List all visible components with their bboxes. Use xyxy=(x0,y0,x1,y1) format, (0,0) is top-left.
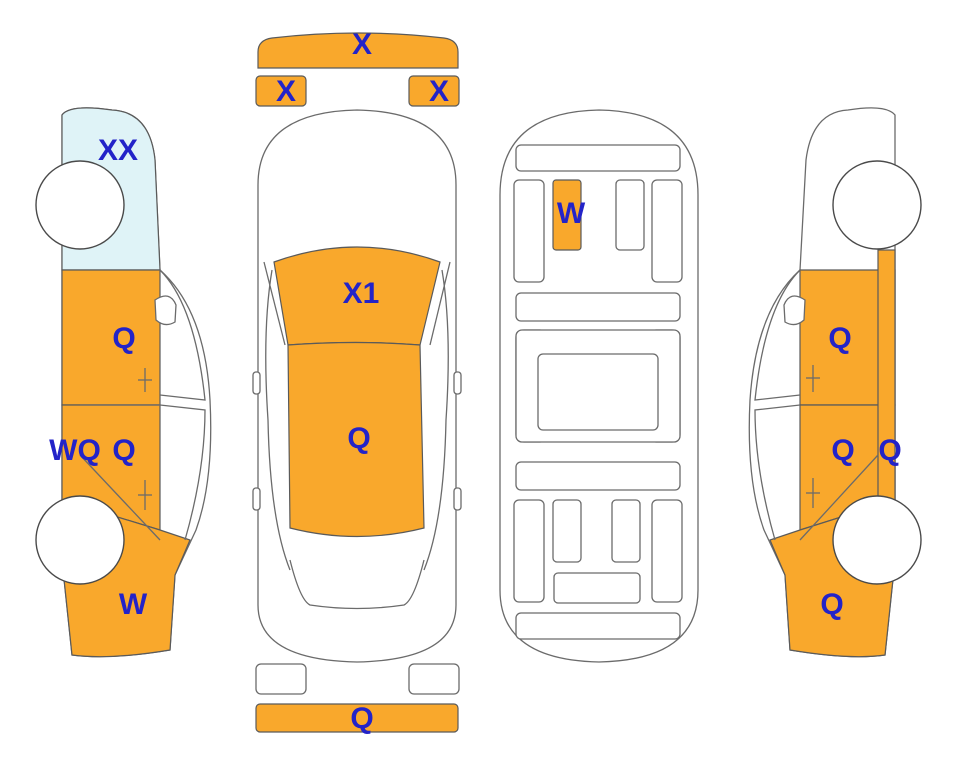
top-view-rear-window xyxy=(289,559,425,610)
label-right-front-door: Q xyxy=(828,322,851,355)
rear-left-light xyxy=(255,663,307,695)
underbody-panel-highlight[interactable] xyxy=(552,179,582,251)
label-front-bumper: X xyxy=(352,28,372,61)
right-side-window-line xyxy=(754,269,801,401)
front-bumper-panel[interactable] xyxy=(257,32,459,69)
left-side-rear-handle xyxy=(138,480,152,510)
right-side-rear-wheel xyxy=(832,495,922,585)
label-front-right-light: X xyxy=(429,75,449,108)
label-hood: X1 xyxy=(343,277,380,310)
underbody-rail-6 xyxy=(611,499,641,563)
left-side-window-line-2 xyxy=(159,404,206,541)
label-windshield: XX xyxy=(98,134,138,167)
car-underbody-view xyxy=(499,109,699,663)
underbody-rail-1 xyxy=(513,179,545,283)
label-underbody-panel: W xyxy=(557,197,586,230)
front-right-light-panel[interactable] xyxy=(408,75,460,107)
left-side-front-wheel xyxy=(35,160,125,250)
right-side-front-wheel xyxy=(832,160,922,250)
underbody-crossmember-1 xyxy=(515,292,681,322)
underbody-rail-4 xyxy=(513,499,545,603)
front-left-light-panel[interactable] xyxy=(255,75,307,107)
label-right-sill: Q xyxy=(878,434,901,467)
underbody-rail-7 xyxy=(651,499,683,603)
top-view-left-mirror xyxy=(252,371,261,395)
underbody-front-bar xyxy=(515,144,681,172)
car-top-view xyxy=(252,109,462,663)
label-left-quarter: W xyxy=(119,588,148,621)
underbody-crossmember-2 xyxy=(515,461,681,491)
underbody-rail-2 xyxy=(615,179,645,251)
top-view-right-handle xyxy=(453,487,462,511)
left-side-mirror xyxy=(154,295,177,326)
top-view-left-pillar xyxy=(263,261,286,346)
left-side-window-line xyxy=(159,269,206,401)
rear-parts xyxy=(255,663,460,733)
top-view-left-window xyxy=(265,269,291,571)
label-left-sill: WQ xyxy=(49,434,101,467)
top-view-right-window xyxy=(423,269,449,571)
top-view-right-mirror xyxy=(453,371,462,395)
underbody-rail-5 xyxy=(552,499,582,563)
top-view-right-pillar xyxy=(429,261,451,346)
right-side-mirror xyxy=(783,295,806,326)
label-right-quarter: Q xyxy=(820,588,843,621)
underbody-fuel-tank xyxy=(537,353,659,431)
left-side-front-handle xyxy=(138,368,152,392)
right-side-door-diag xyxy=(799,454,879,541)
left-side-door-diag xyxy=(79,454,161,541)
right-side-window-line-2 xyxy=(754,404,801,541)
left-side-rear-wheel xyxy=(35,495,125,585)
front-parts xyxy=(255,32,460,107)
top-view-left-handle xyxy=(252,487,261,511)
underbody-rail-3 xyxy=(651,179,683,283)
car-right-side-view xyxy=(748,107,922,658)
right-side-front-handle xyxy=(806,365,820,392)
roof-panel[interactable] xyxy=(287,341,425,538)
label-rear-bumper: Q xyxy=(350,702,373,735)
label-right-rear-door: Q xyxy=(831,434,854,467)
label-left-rear-door: Q xyxy=(112,434,135,467)
label-left-front-door: Q xyxy=(112,322,135,355)
rear-right-light xyxy=(408,663,460,695)
label-front-left-light: X xyxy=(276,75,296,108)
underbody-rear-bar xyxy=(515,612,681,640)
car-left-side-view xyxy=(35,107,212,658)
right-side-rear-handle xyxy=(806,478,820,508)
label-roof: Q xyxy=(347,422,370,455)
underbody-rear-box xyxy=(553,572,641,604)
rear-bumper-panel[interactable] xyxy=(255,703,459,733)
damage-labels: X X X XX X1 Q Q W Q Q WQ W Q Q Q Q xyxy=(49,28,902,735)
